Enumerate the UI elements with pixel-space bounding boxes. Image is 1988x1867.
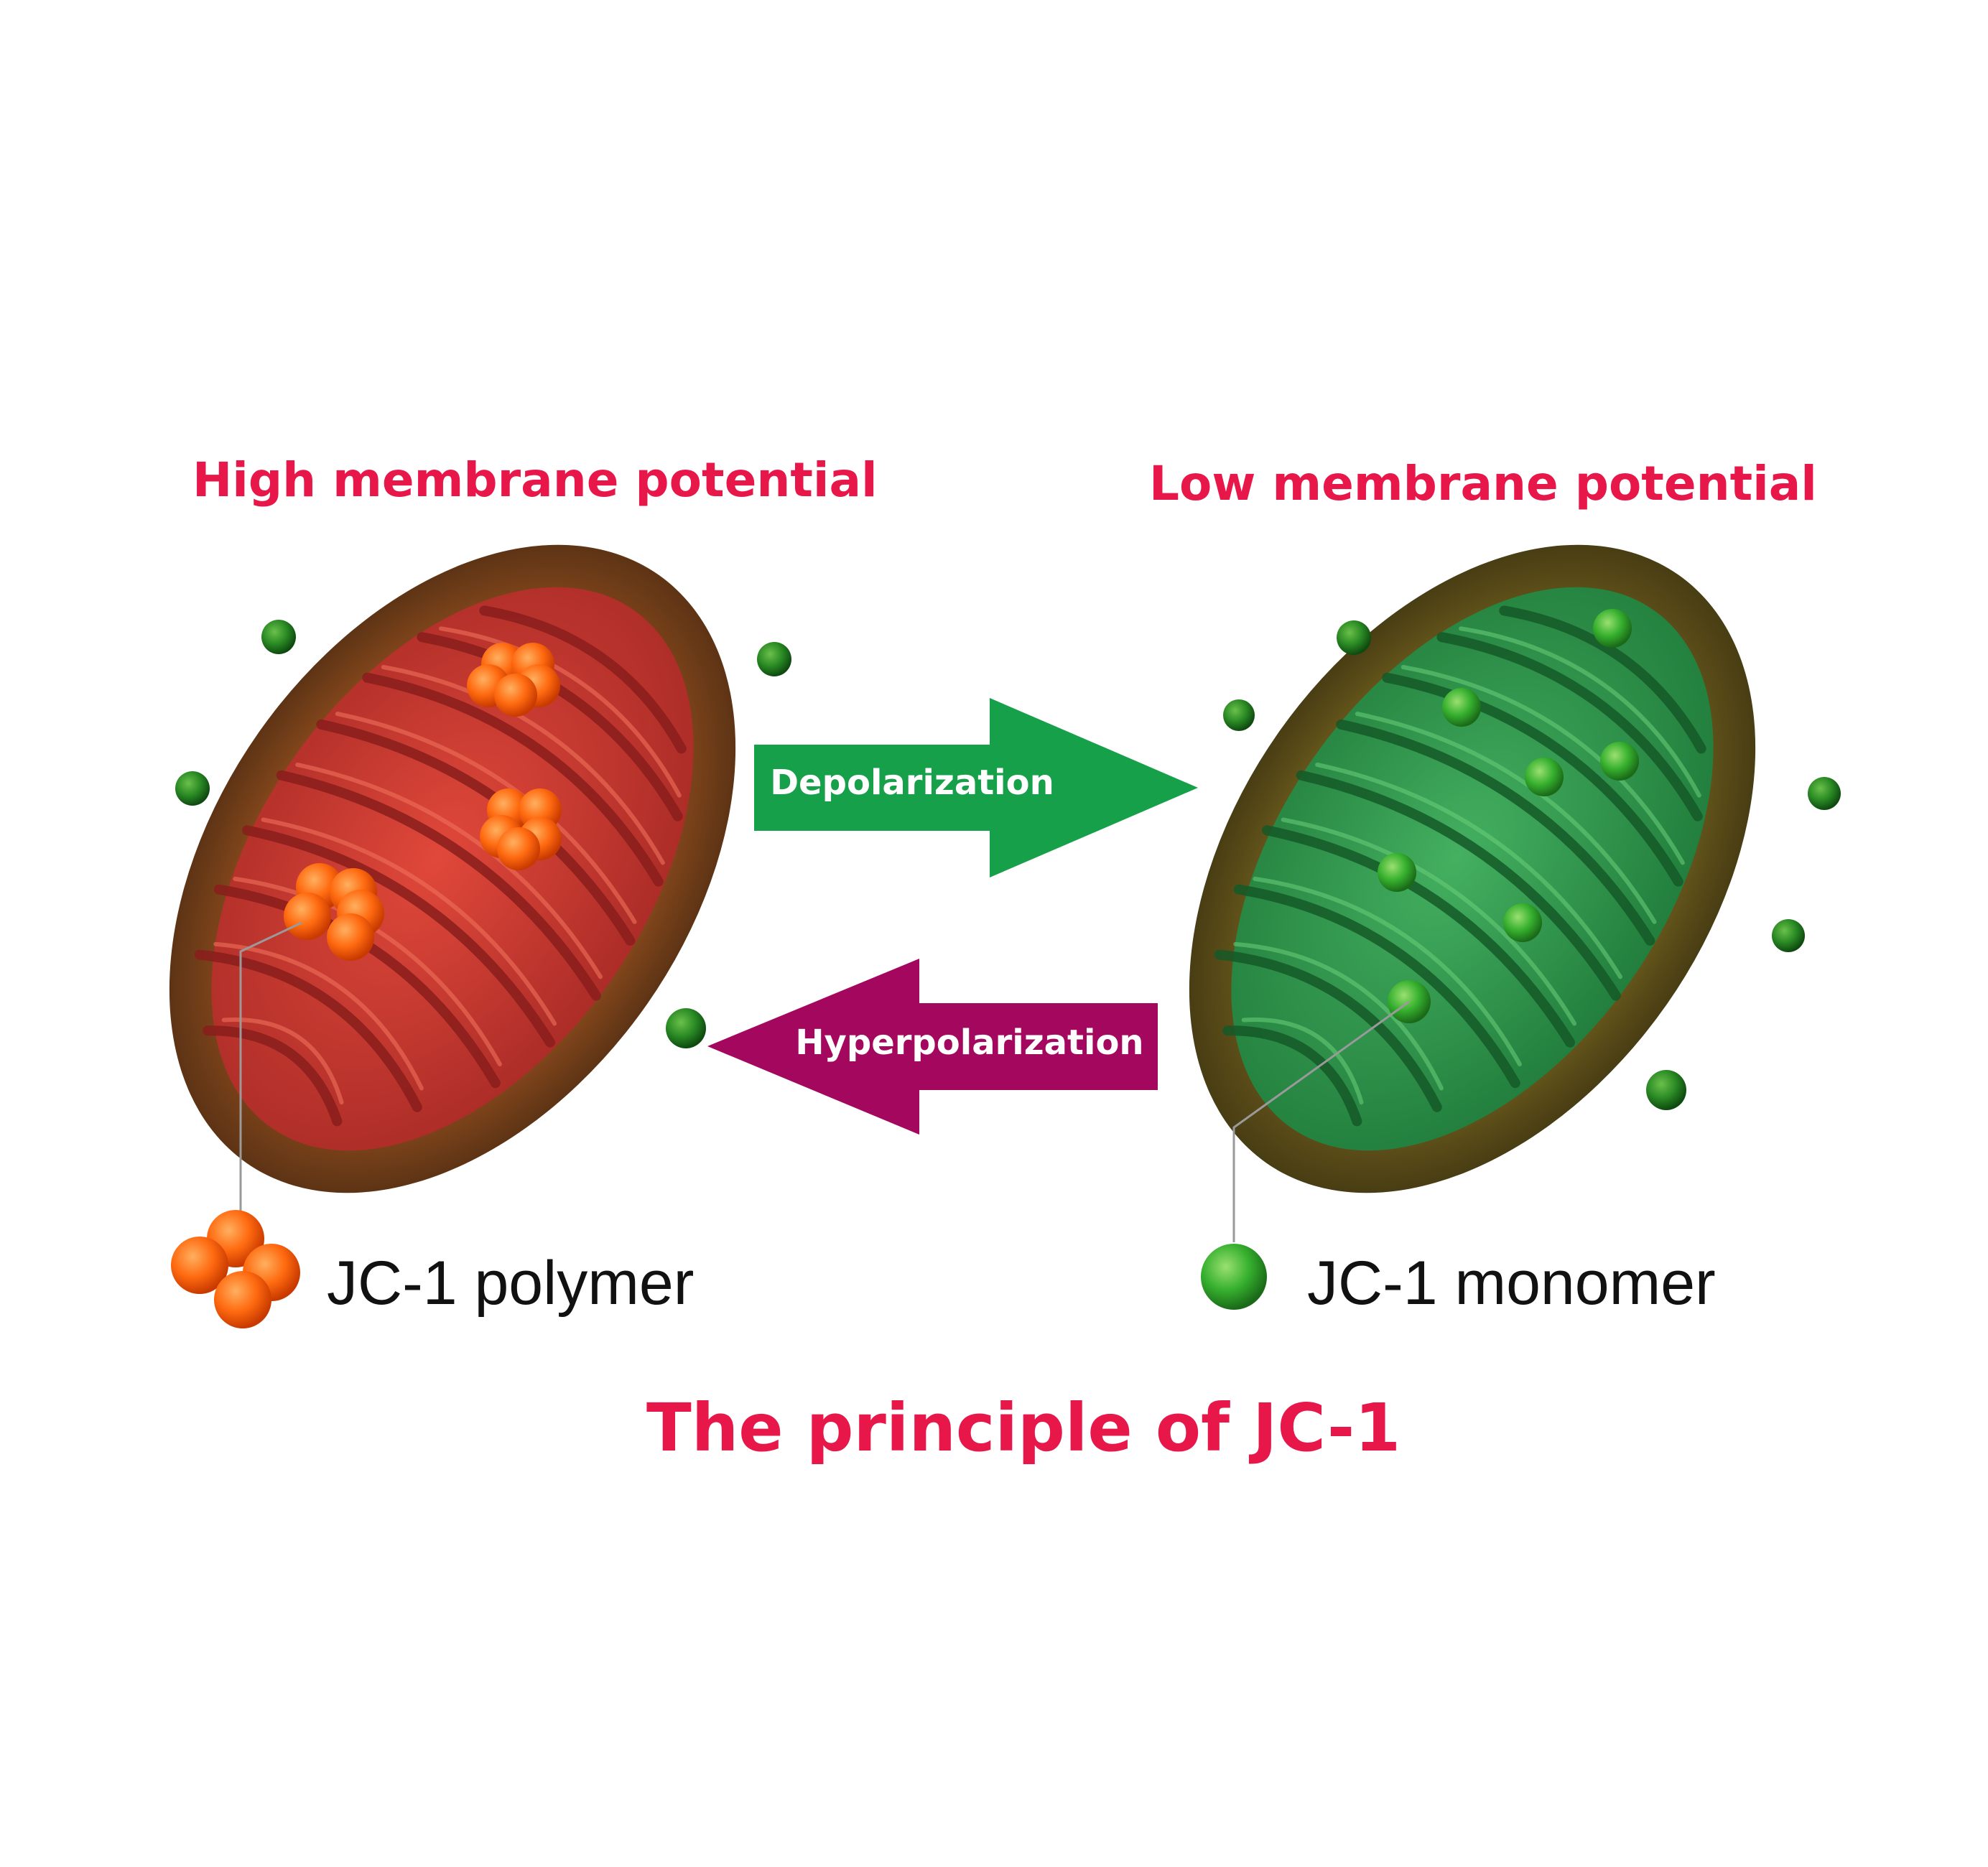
mitochondrion-low: [1072, 439, 1872, 1299]
low-potential-heading: Low membrane potential: [1149, 456, 1817, 511]
depolarization-label: Depolarization: [754, 763, 1070, 803]
polymer-legend-label: JC-1 polymer: [327, 1248, 694, 1319]
principle-title: The principle of JC-1: [646, 1389, 1401, 1466]
monomer-legend-label: JC-1 monomer: [1307, 1248, 1716, 1319]
high-potential-heading: High membrane potential: [192, 452, 878, 508]
hyperpolarization-label: Hyperpolarization: [783, 1023, 1156, 1063]
monomer-legend-icon: [1201, 1244, 1267, 1310]
polymer-legend-icon: [171, 1210, 300, 1328]
mitochondrion-high: [52, 439, 853, 1299]
